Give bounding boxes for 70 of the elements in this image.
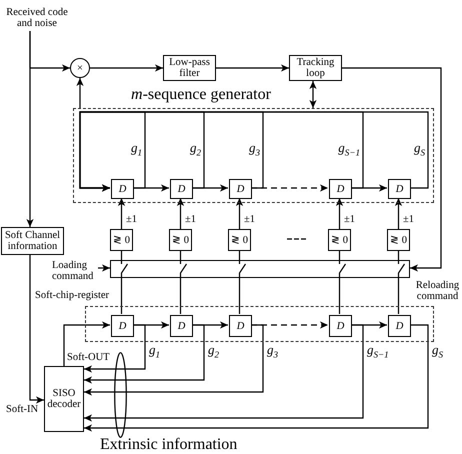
filter-box: Low-pass filter bbox=[163, 55, 216, 81]
arrow bbox=[336, 198, 344, 229]
connector-line bbox=[338, 278, 340, 314]
delay-box: D bbox=[388, 179, 411, 199]
arrow bbox=[63, 321, 110, 366]
group-title: m-sequence generator bbox=[131, 87, 271, 104]
delay-box: D bbox=[388, 315, 411, 337]
command-label: Loading command bbox=[52, 260, 98, 283]
edge-label: g$_{1}$ bbox=[149, 343, 160, 362]
edge-label: ±1 bbox=[344, 214, 356, 225]
edge-label: ±1 bbox=[403, 214, 414, 225]
grouping-ellipse bbox=[114, 352, 127, 438]
edge-label: ±1 bbox=[244, 214, 256, 225]
double-arrow bbox=[309, 81, 317, 108]
arrow bbox=[118, 198, 126, 229]
arrow bbox=[84, 324, 364, 422]
arrow bbox=[216, 64, 289, 72]
arrow bbox=[76, 78, 84, 108]
connector-line bbox=[180, 278, 182, 314]
edge-label: g$_{S−1}$ bbox=[338, 141, 360, 160]
arrow bbox=[236, 198, 244, 229]
comparator-box: ≷ 0 bbox=[110, 229, 133, 251]
arrow bbox=[84, 324, 146, 373]
arrow bbox=[394, 198, 402, 229]
delay-box: D bbox=[229, 315, 252, 337]
annotation-label: Extrinsic information bbox=[100, 436, 238, 453]
switch-bar bbox=[110, 260, 410, 278]
edge-label: g$_{3}$ bbox=[248, 141, 260, 160]
arrow bbox=[84, 324, 429, 432]
arrow bbox=[90, 64, 163, 72]
edge-label: g$_{2}$ bbox=[208, 343, 220, 362]
edge-label: ±1 bbox=[126, 214, 138, 225]
delay-box: D bbox=[229, 179, 252, 199]
arrow bbox=[79, 111, 429, 192]
edge-label: Reloading command bbox=[413, 280, 462, 302]
process-box: Tracking loop bbox=[289, 55, 342, 81]
process-box: Soft Channel information bbox=[1, 227, 64, 255]
edge-label: g$_{3}$ bbox=[267, 343, 278, 362]
arrow bbox=[84, 324, 264, 396]
connector-line bbox=[238, 278, 240, 314]
comparator-box: ≷ 0 bbox=[228, 229, 251, 251]
edge-label: g$_{S}$ bbox=[432, 343, 444, 362]
delay-box: D bbox=[111, 179, 134, 199]
edge-label: Soft-IN bbox=[6, 404, 38, 415]
group-title: Soft-chip-register bbox=[35, 290, 110, 302]
arrow bbox=[29, 255, 44, 404]
edge-label: g$_{S−1}$ bbox=[367, 343, 389, 362]
decoder-box: SISO decoder bbox=[44, 366, 84, 432]
delay-box: D bbox=[170, 179, 193, 199]
comparator-box: ≷ 0 bbox=[328, 229, 351, 251]
edge-label: ±1 bbox=[185, 214, 196, 225]
comparator-box: ≷ 0 bbox=[387, 229, 410, 251]
comparator-box: ≷ 0 bbox=[169, 229, 192, 251]
edge-label: g$_{2}$ bbox=[190, 141, 201, 160]
delay-box: D bbox=[170, 315, 193, 337]
delay-box: D bbox=[111, 315, 134, 337]
edge-label: g$_{1}$ bbox=[130, 141, 142, 160]
delay-box: D bbox=[329, 179, 352, 199]
edge-label: Soft-OUT bbox=[67, 352, 110, 363]
arrow bbox=[176, 198, 184, 229]
connector-line bbox=[398, 278, 400, 314]
connector-line bbox=[120, 278, 122, 314]
arrow bbox=[98, 264, 110, 272]
multiplier-circle: × bbox=[70, 58, 90, 78]
arrow bbox=[342, 67, 442, 272]
delay-box: D bbox=[329, 315, 352, 337]
signal-label: Received code and noise bbox=[4, 7, 70, 31]
arrow bbox=[84, 324, 205, 384]
arrow bbox=[26, 31, 34, 227]
edge-label: g$_{S}$ bbox=[414, 141, 425, 160]
